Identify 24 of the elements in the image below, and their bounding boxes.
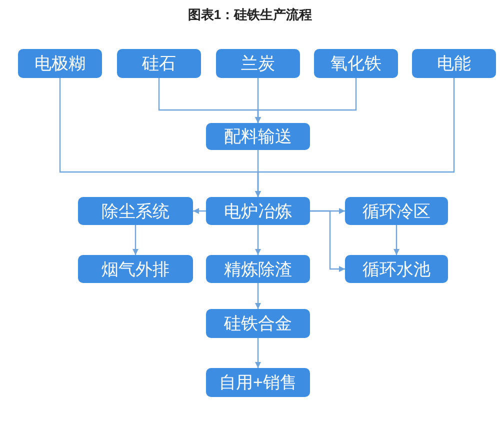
process-box: 配料输送	[206, 123, 310, 150]
process-box: 精炼除渣	[206, 255, 310, 283]
arrow	[394, 225, 400, 255]
process-box: 兰炭	[216, 49, 300, 78]
process-box: 循环冷区	[345, 197, 448, 225]
process-box: 除尘系统	[78, 197, 193, 225]
arrow	[193, 208, 206, 214]
process-box: 电炉冶炼	[206, 197, 310, 225]
arrow	[255, 150, 261, 197]
arrow	[132, 225, 138, 255]
arrow	[255, 78, 357, 123]
process-box: 自用+销售	[206, 368, 310, 397]
title: 图表1：硅铁生产流程	[188, 6, 312, 24]
process-box: 循环水池	[345, 255, 448, 283]
arrow	[310, 210, 345, 272]
arrow	[255, 283, 261, 309]
process-box: 电能	[412, 49, 496, 78]
process-box: 烟气外排	[78, 255, 193, 283]
process-box: 硅铁合金	[206, 309, 310, 338]
arrow	[255, 338, 261, 368]
process-box: 硅石	[117, 49, 201, 78]
process-box: 电极糊	[18, 49, 102, 78]
process-box: 氧化铁	[314, 49, 398, 78]
arrow	[255, 225, 261, 255]
